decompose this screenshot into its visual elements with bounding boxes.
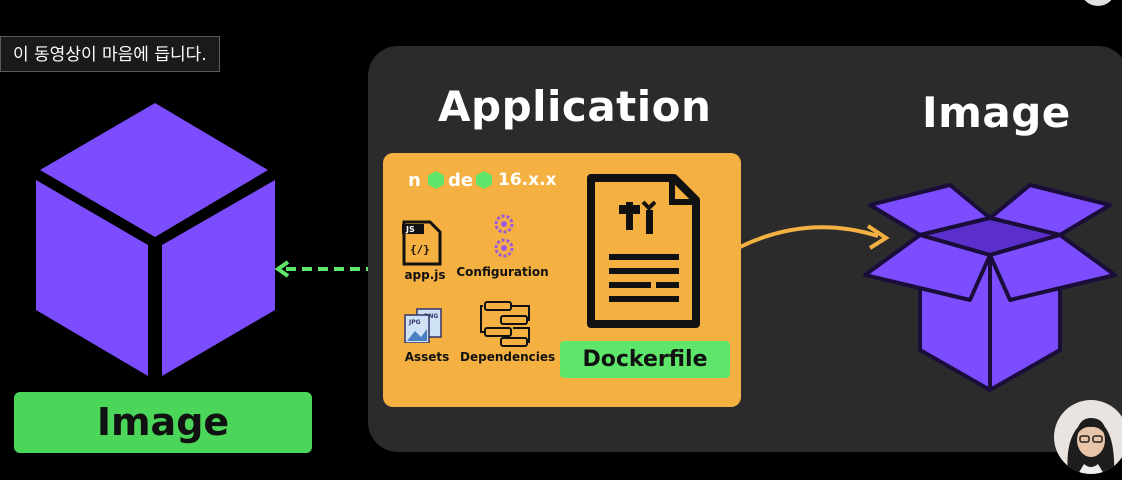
person-icon (1067, 418, 1115, 474)
image-title: Image (922, 88, 1071, 137)
assets-label: Assets (404, 350, 450, 364)
indicator-dot (1080, 0, 1116, 6)
build-arrow (739, 224, 890, 250)
node-wordmark-icon: n de (408, 170, 492, 190)
image-files-icon: PNG JPG (404, 308, 442, 343)
dependencies-icon (480, 301, 530, 347)
png-tag: PNG (424, 313, 438, 320)
dashed-arrow (274, 260, 372, 278)
js-file-icon: JS {/} (402, 220, 442, 266)
caption-toast: 이 동영상이 마음에 듭니다. (0, 36, 220, 72)
nodejs-logo: n de 16.x.x (408, 170, 557, 190)
app-js-label: app.js (404, 268, 446, 282)
image-label-text: Image (96, 400, 230, 444)
dependencies-label: Dependencies (460, 350, 556, 364)
presenter-avatar (1054, 400, 1122, 474)
dockerfile-icon (587, 174, 700, 328)
svg-text:de: de (448, 170, 473, 190)
application-title: Application (438, 82, 712, 131)
jpg-tag: JPG (408, 319, 421, 326)
caption-text: 이 동영상이 마음에 듭니다. (13, 45, 207, 65)
configuration-label: Configuration (456, 265, 549, 279)
node-version: 16.x.x (498, 170, 557, 190)
cube-icon (36, 103, 275, 376)
gears-icon (494, 214, 514, 258)
svg-text:n: n (408, 170, 421, 190)
open-box-icon (863, 183, 1117, 392)
js-badge: JS (405, 225, 415, 234)
dockerfile-label: Dockerfile (560, 341, 730, 378)
dockerfile-label-text: Dockerfile (582, 347, 708, 372)
js-symbol: {/} (410, 243, 430, 256)
image-label: Image (14, 392, 312, 453)
